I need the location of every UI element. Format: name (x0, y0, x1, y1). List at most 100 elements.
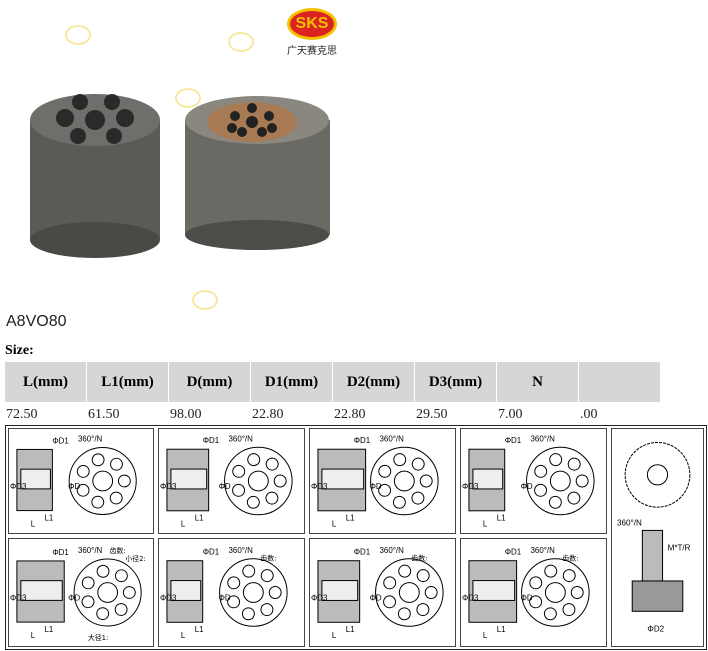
d2-label: ΦD2 (647, 625, 664, 634)
size-label: Size: (5, 343, 34, 358)
technical-drawing: 360°/N ΦD1 L L1 ΦD3 ΦD 齿数: (311, 546, 444, 640)
d3-label: ΦD3 (311, 593, 328, 602)
d1-label: ΦD1 (505, 548, 522, 557)
l1-label: L1 (45, 513, 54, 522)
l-label: L (332, 520, 337, 529)
teeth-label: 齿数: (260, 554, 276, 563)
col-header: D(mm) (169, 362, 250, 402)
size-table: L(mm) L1(mm) D(mm) D1(mm) D2(mm) D3(mm) … (4, 362, 661, 423)
cell: 22.80 (252, 407, 284, 422)
l-label: L (31, 519, 36, 528)
angle-label: 360°/N (78, 546, 102, 555)
l-label: L (31, 631, 36, 640)
l1-label: L1 (346, 514, 355, 523)
d3-label: ΦD3 (311, 482, 328, 491)
d1-label: ΦD1 (354, 436, 371, 445)
technical-drawing: 360°/N ΦD1 L L1 ΦD3 ΦD (10, 435, 137, 528)
product-photo (30, 94, 330, 258)
l1-label: L1 (195, 514, 204, 523)
watermark (175, 88, 201, 108)
d1-label: ΦD1 (52, 548, 68, 557)
d3-label: ΦD3 (10, 482, 27, 491)
technical-drawing: 360°/N ΦD1 L L1 ΦD3 ΦD 齿数: 小径2: 大径1: (10, 546, 146, 642)
d-label: ΦD (219, 482, 231, 491)
d3-label: ΦD3 (462, 593, 479, 602)
teeth-label: 齿数: (110, 546, 126, 555)
small-diameter-label: 小径2: (125, 554, 146, 563)
brand-logo: SKS 广天赛克思 (272, 8, 352, 57)
d-label: ΦD (219, 593, 231, 602)
technical-drawing: 360°/N M*T/R ΦD2 (617, 441, 691, 634)
diagram-cell: 360°/N ΦD1 L L1 ΦD3 ΦD 齿数: (309, 538, 456, 647)
diagram-cell: 360°/N ΦD1 L L1 ΦD3 ΦD (158, 428, 305, 534)
diagram-grid: 360°/N ΦD1 L L1 ΦD3 ΦD 360°/N ΦD1 L L1 Φ… (5, 425, 707, 650)
angle-label: 360°/N (380, 546, 405, 555)
technical-drawing: 360°/N ΦD1 L L1 ΦD3 ΦD (311, 434, 439, 529)
d-label: ΦD (521, 593, 533, 602)
product-model: A8VO80 (6, 313, 67, 330)
d-label: ΦD (68, 482, 80, 491)
diagram-cell: 360°/N ΦD1 L L1 ΦD3 ΦD (8, 428, 154, 534)
l1-label: L1 (497, 625, 506, 634)
cell: 29.50 (416, 407, 448, 422)
l1-label: L1 (195, 625, 204, 634)
l-label: L (483, 631, 488, 640)
logo-chinese-text: 广天赛克思 (287, 46, 337, 57)
cell: .00 (580, 407, 598, 422)
angle-label: 360°/N (531, 434, 556, 443)
col-header: D3(mm) (415, 362, 496, 402)
d3-label: ΦD3 (160, 593, 177, 602)
watermark (192, 290, 218, 310)
d3-label: ΦD3 (160, 482, 177, 491)
cell: 7.00 (498, 407, 523, 422)
angle-label: 360°/N (617, 518, 642, 527)
technical-drawing: 360°/N ΦD1 L L1 ΦD3 ΦD 齿数: (462, 546, 590, 640)
d1-label: ΦD1 (505, 436, 522, 445)
d-label: ΦD (68, 593, 80, 602)
l1-label: L1 (45, 625, 54, 634)
col-header (579, 362, 660, 402)
diagram-cell: 360°/N ΦD1 L L1 ΦD3 ΦD (460, 428, 607, 534)
diagram-cell: 360°/N ΦD1 L L1 ΦD3 ΦD 齿数: (460, 538, 607, 647)
d-label: ΦD (370, 482, 382, 491)
col-header: N (497, 362, 578, 402)
angle-label: 360°/N (229, 434, 254, 443)
angle-label: 360°/N (229, 546, 254, 555)
angle-label: 360°/N (380, 434, 405, 443)
technical-drawing: 360°/N ΦD1 L L1 ΦD3 ΦD 齿数: (160, 546, 288, 640)
d3-label: ΦD3 (462, 482, 479, 491)
cell: 22.80 (334, 407, 366, 422)
table-header-row: L(mm) L1(mm) D(mm) D1(mm) D2(mm) D3(mm) … (5, 362, 660, 402)
d1-label: ΦD1 (203, 436, 220, 445)
col-header: L(mm) (5, 362, 86, 402)
l-label: L (483, 520, 488, 529)
cell: 72.50 (6, 407, 38, 422)
l-label: L (181, 631, 186, 640)
d3-label: ΦD3 (10, 593, 27, 602)
teeth-label: 齿数: (562, 554, 578, 563)
d-label: ΦD (521, 482, 533, 491)
technical-drawing: 360°/N ΦD1 L L1 ΦD3 ΦD (462, 434, 595, 529)
d1-label: ΦD1 (203, 548, 220, 557)
spline-label: M*T/R (668, 544, 691, 553)
diagram-cell: 360°/N M*T/R ΦD2 (611, 428, 704, 647)
angle-label: 360°/N (531, 546, 556, 555)
diagram-cell: 360°/N ΦD1 L L1 ΦD3 ΦD (309, 428, 456, 534)
l1-label: L1 (346, 625, 355, 634)
cell: 98.00 (170, 407, 202, 422)
watermark (65, 25, 91, 45)
d-label: ΦD (370, 593, 382, 602)
diagram-cell: 360°/N ΦD1 L L1 ΦD3 ΦD 齿数: (158, 538, 305, 647)
l-label: L (181, 520, 186, 529)
angle-label: 360°/N (78, 435, 102, 444)
table-row: 72.50 61.50 98.00 22.80 22.80 29.50 7.00… (5, 402, 660, 423)
watermark (228, 32, 254, 52)
d1-label: ΦD1 (52, 437, 68, 446)
l1-label: L1 (497, 514, 506, 523)
teeth-label: 齿数: (411, 554, 427, 563)
logo-mark: SKS (287, 8, 337, 40)
l-label: L (332, 631, 337, 640)
big-diameter-label: 大径1: (88, 633, 109, 642)
technical-drawing: 360°/N ΦD1 L L1 ΦD3 ΦD (160, 434, 293, 529)
diagram-cell: 360°/N ΦD1 L L1 ΦD3 ΦD 齿数: 小径2: 大径1: (8, 538, 154, 647)
